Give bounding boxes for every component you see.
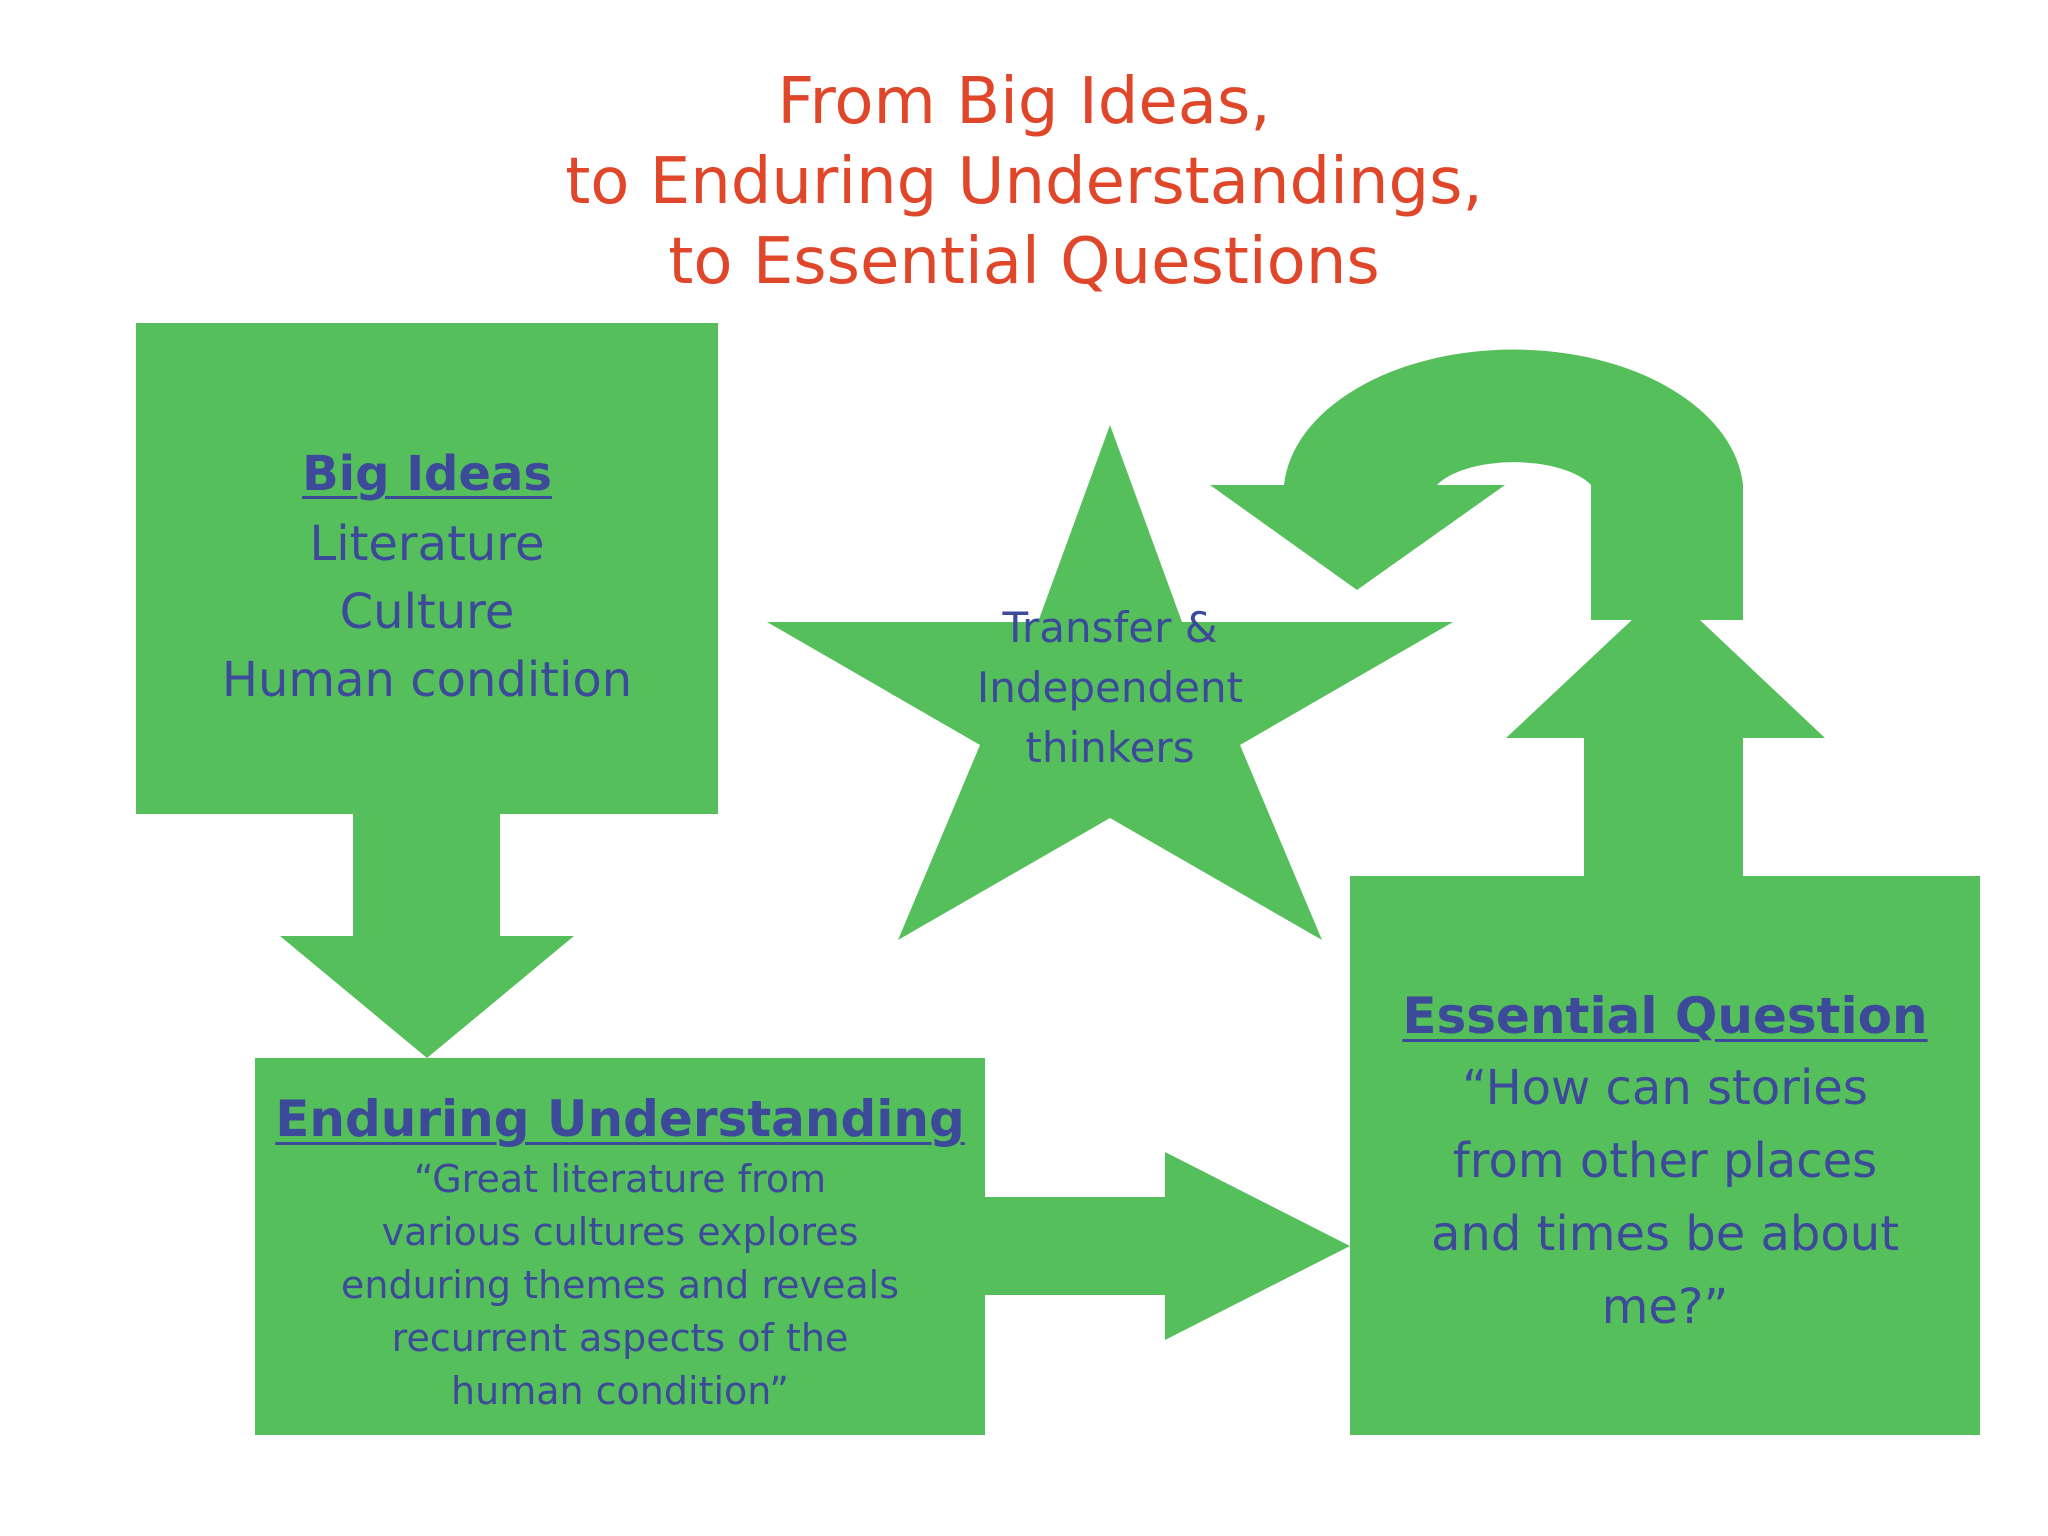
big-ideas-heading: Big Ideas [302,446,552,502]
essential-quote-line: from other places [1452,1133,1878,1189]
enduring-quote-line: enduring themes and reveals [340,1263,899,1307]
big-ideas-item: Culture [339,584,515,640]
title-line-3: to Essential Questions [668,225,1380,299]
enduring-understanding-box [255,1058,985,1435]
down-arrow [280,814,574,1058]
star-content: Transfer & Independent thinkers [930,598,1290,778]
star-line: Transfer & [1002,603,1218,652]
diagram-title: From Big Ideas, to Enduring Understandin… [0,62,2048,302]
big-ideas-item: Literature [309,516,545,572]
essential-quote-line: and times be about [1430,1206,1900,1262]
enduring-understanding-content: Enduring Understanding “Great literature… [255,1085,985,1418]
up-arrow [1506,588,1825,876]
enduring-quote-line: “Great literature from [413,1157,827,1201]
enduring-understanding-heading: Enduring Understanding [275,1090,965,1148]
essential-question-box [1350,876,1980,1435]
right-arrow [985,1152,1350,1340]
star-line: Independent [976,663,1244,712]
big-ideas-content: Big Ideas Literature Culture Human condi… [136,438,718,714]
essential-quote-line: me?” [1601,1279,1729,1335]
title-line-1: From Big Ideas, [777,65,1271,139]
essential-question-heading: Essential Question [1402,987,1928,1045]
big-ideas-item: Human condition [221,652,633,708]
essential-quote-line: “How can stories [1462,1060,1868,1116]
star-line: thinkers [1025,723,1195,772]
title-line-2: to Enduring Understandings, [565,145,1483,219]
enduring-quote-line: recurrent aspects of the [391,1316,849,1360]
transfer-star [767,425,1453,940]
enduring-quote-line: various cultures explores [381,1210,859,1254]
essential-question-content: Essential Question “How can stories from… [1350,980,1980,1344]
enduring-quote-line: human condition” [451,1369,789,1413]
big-ideas-box [136,323,718,814]
curved-return-arrow [1210,349,1743,620]
